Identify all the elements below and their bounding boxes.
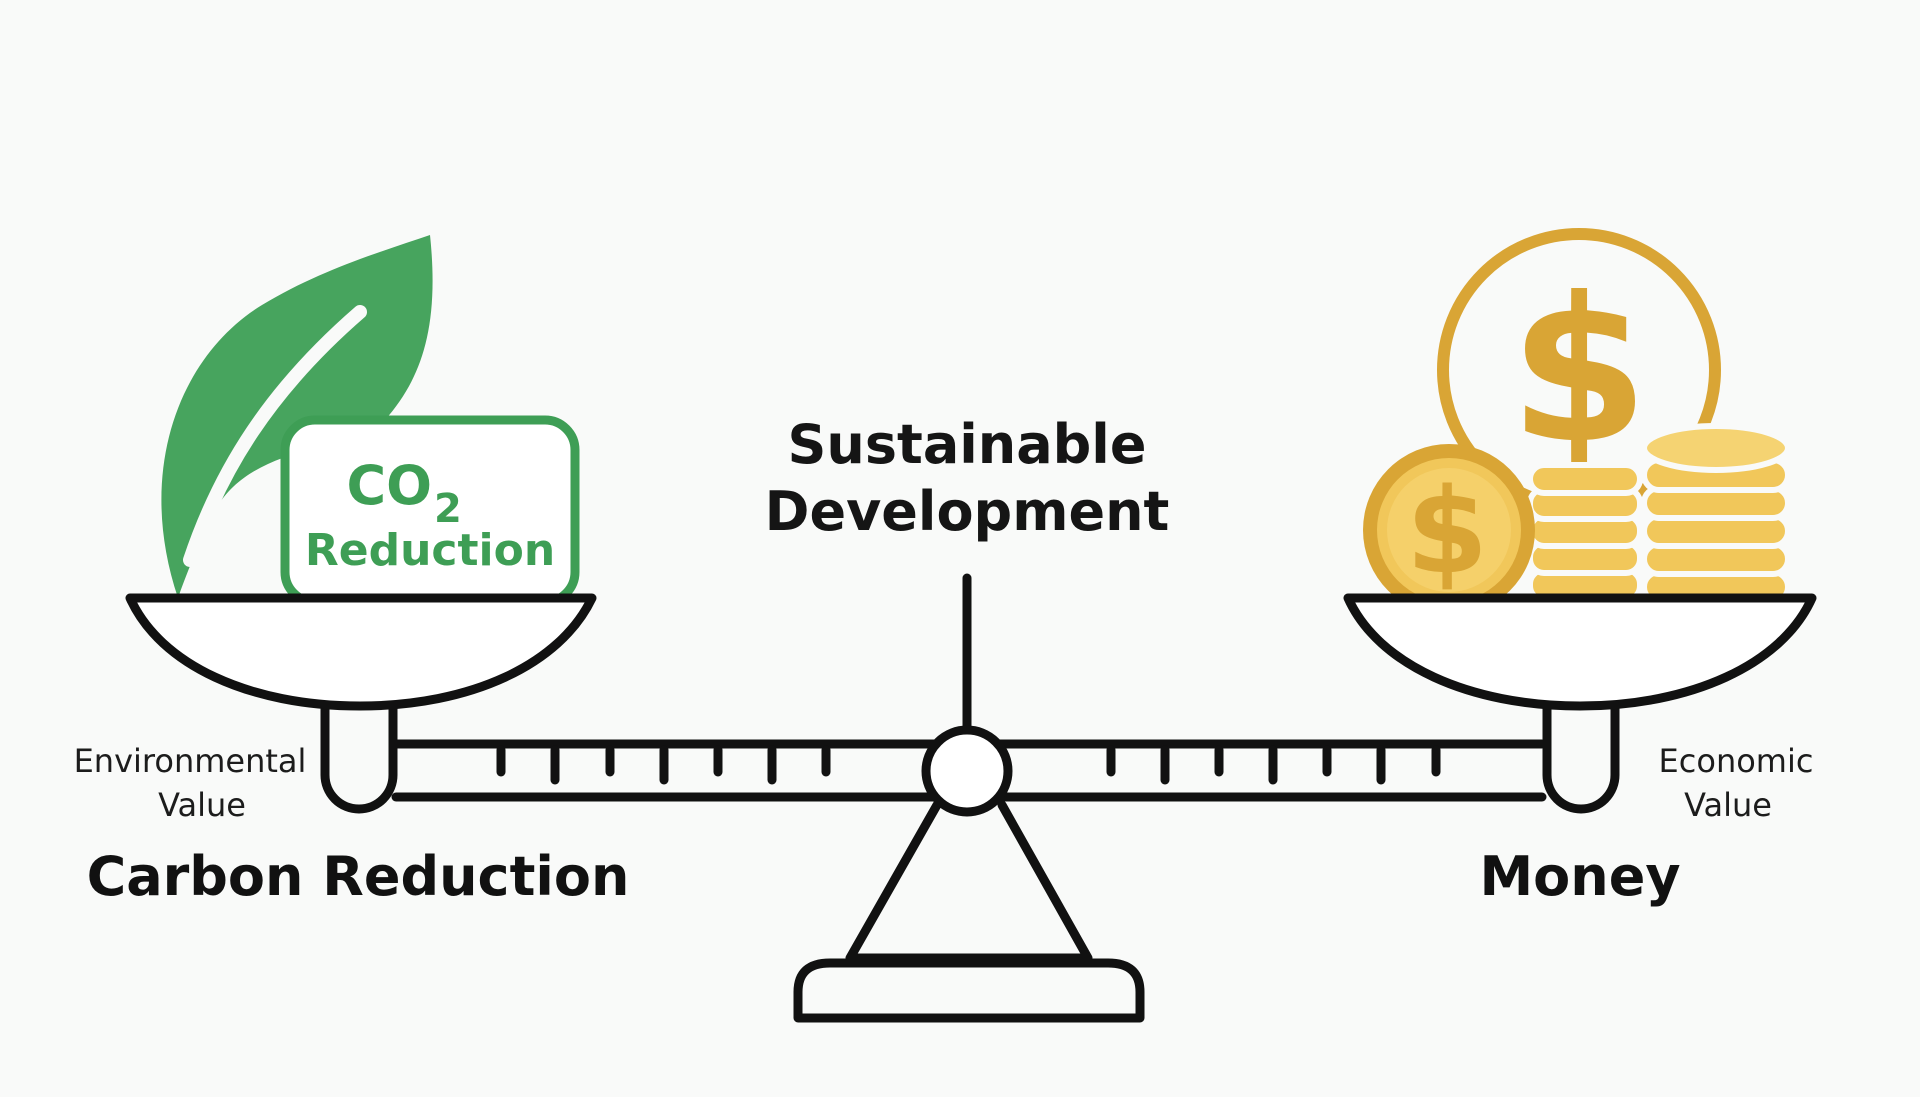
small-dollar-sign: $ [1406, 462, 1488, 600]
coin-stack-icon-middle [1527, 462, 1643, 603]
right-hanger [1542, 701, 1620, 814]
large-dollar-sign: $ [1509, 255, 1648, 488]
money-label: Money [1479, 845, 1680, 908]
leaf-icon [161, 235, 433, 598]
left-pan [125, 593, 597, 711]
co2-reduction-text: Reduction [305, 525, 555, 576]
beam-ticks-right [1106, 745, 1441, 785]
carbon-side: CO 2 Reduction Environmental Value Carbo… [74, 235, 630, 908]
balance-scale-icon [320, 573, 1620, 1023]
diagram-title: Sustainable Development [765, 413, 1170, 543]
right-pan [1343, 593, 1817, 711]
environmental-value-line-2: Value [158, 786, 246, 824]
coin-icon-front: $ [1363, 444, 1535, 616]
carbon-reduction-label: Carbon Reduction [87, 845, 630, 908]
money-side: $ $ Economic Value [1343, 228, 1817, 908]
coin-icon-large: $ [1437, 228, 1721, 512]
beam-ticks-left [496, 745, 831, 785]
economic-value-line-1: Economic [1659, 742, 1814, 780]
economic-value-line-2: Value [1684, 786, 1772, 824]
co2-main-text: CO [346, 454, 432, 517]
environmental-value-line-1: Environmental [74, 742, 307, 780]
title-line-1: Sustainable [788, 413, 1147, 476]
pivot-circle [921, 725, 1013, 817]
left-hanger [320, 701, 398, 814]
stand-triangle [845, 800, 1093, 963]
title-line-2: Development [765, 480, 1170, 543]
leaf-vein [183, 305, 367, 567]
co2-badge-icon: CO 2 Reduction [280, 415, 580, 607]
coin-stack-icon-right [1641, 423, 1791, 605]
stand-base [793, 958, 1145, 1023]
co2-subscript: 2 [434, 486, 462, 532]
